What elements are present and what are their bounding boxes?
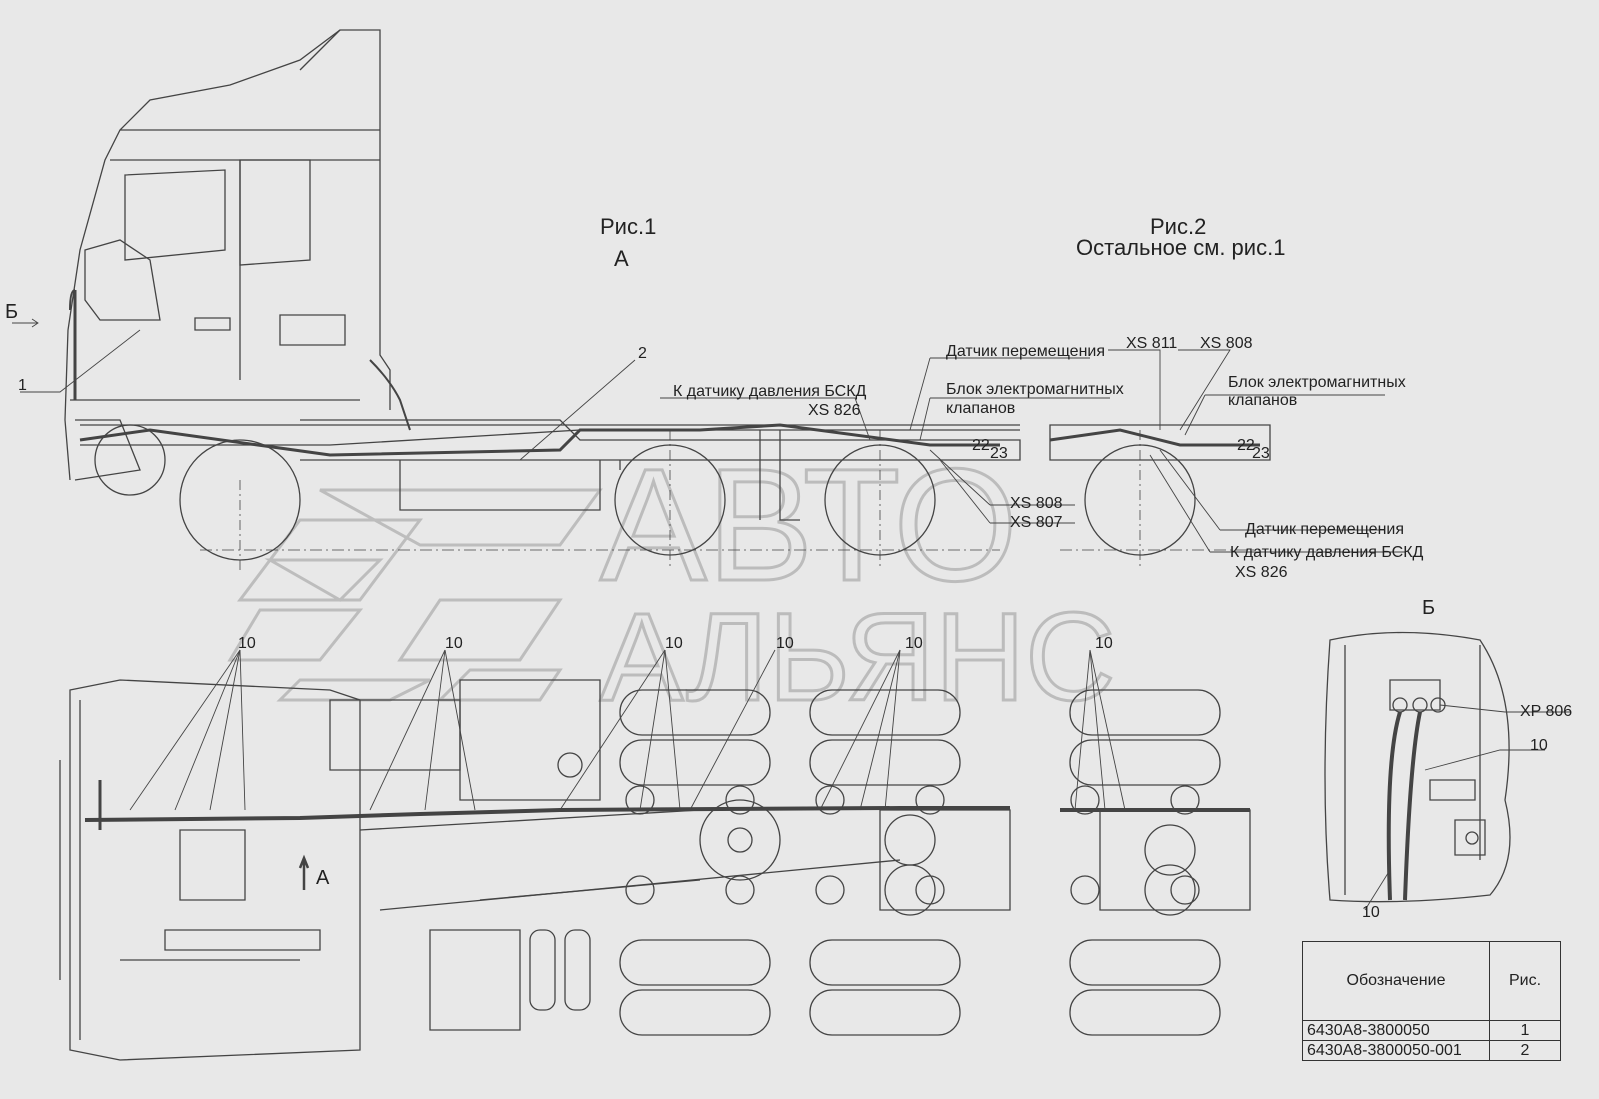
fig2-leaders xyxy=(1108,349,1405,553)
table-header-designation: Обозначение xyxy=(1302,941,1490,1021)
fig1-num-22: 22 xyxy=(972,437,990,454)
top-view-harness xyxy=(84,806,1010,822)
top-view-chassis xyxy=(329,679,1251,1031)
fig1-sensor-move-label: Датчик перемещения xyxy=(946,343,1106,360)
fig1-harness xyxy=(79,423,1000,457)
top-callout-10-f: 10 xyxy=(1095,635,1113,652)
view-b-callout-10-a: 10 xyxy=(1530,737,1548,754)
fig2-xs808-label: XS 808 xyxy=(1200,335,1253,352)
fig1-xs826-label: XS 826 xyxy=(808,402,861,419)
view-b-title: Б xyxy=(1422,597,1436,619)
table-row: 6430А8-3800050-001 2 xyxy=(1302,1040,1561,1061)
top-view-wheels xyxy=(619,689,1221,1036)
fig1-view-label: А xyxy=(614,246,629,271)
fig2-frame xyxy=(1049,424,1271,570)
fig1-xs807-label: XS 807 xyxy=(1010,514,1063,531)
table-header-fig: Рис. xyxy=(1489,941,1561,1021)
view-b-detail xyxy=(1324,631,1511,903)
view-b-leaders xyxy=(1364,704,1570,911)
view-b-xp806-label: XP 806 xyxy=(1520,703,1573,720)
part-1-callout: 1 xyxy=(18,377,27,394)
fig2-xs826-label: XS 826 xyxy=(1235,564,1288,581)
table-cell-designation: 6430А8-3800050-001 xyxy=(1302,1040,1490,1061)
fig2-num-23: 23 xyxy=(1252,445,1270,462)
top-callout-10-c: 10 xyxy=(665,635,683,652)
fig2-num-22: 22 xyxy=(1237,437,1255,454)
table-cell-fig: 2 xyxy=(1489,1040,1561,1061)
top-view-cab xyxy=(59,679,361,1061)
fig1-leaders xyxy=(12,318,1110,524)
fig2-sensor-move-label: Датчик перемещения xyxy=(1245,521,1405,538)
fig2-title: Рис.2 xyxy=(1150,214,1207,239)
arrow-b-label: Б xyxy=(5,301,19,323)
watermark-logo xyxy=(227,488,603,702)
fig2-pressure-sensor-label: К датчику давления БСКД xyxy=(1230,544,1424,561)
fig2-xs811-label: XS 811 xyxy=(1126,335,1178,352)
fig1-num-23: 23 xyxy=(990,445,1008,462)
fig2-valve-block-label-2: клапанов xyxy=(1228,392,1298,409)
table-header-row: Обозначение Рис. xyxy=(1302,941,1561,1021)
fig2-harness xyxy=(1049,428,1260,447)
fig1-valve-block-label-1: Блок электромагнитных xyxy=(946,381,1124,398)
top-callout-10-d: 10 xyxy=(776,635,794,652)
fig1-title: Рис.1 xyxy=(600,214,657,239)
fig1-valve-block-label-2: клапанов xyxy=(946,400,1016,417)
arrow-a-label: А xyxy=(316,867,330,889)
watermark-text-2: АЛЬЯНС xyxy=(600,588,1115,727)
fig1-xs808-label: XS 808 xyxy=(1010,495,1063,512)
fig2-note: Остальное см. рис.1 xyxy=(1076,235,1286,260)
designation-table: Обозначение Рис. 6430А8-3800050 1 6430А8… xyxy=(1302,941,1561,1061)
table-row: 6430А8-3800050 1 xyxy=(1302,1020,1561,1041)
fig2-valve-block-label-1: Блок электромагнитных xyxy=(1228,374,1406,391)
part-2-callout: 2 xyxy=(638,345,647,362)
top-callout-10-e: 10 xyxy=(905,635,923,652)
fig1-frame xyxy=(80,419,1021,570)
table-cell-fig: 1 xyxy=(1489,1020,1561,1041)
view-b-callout-10-b: 10 xyxy=(1362,904,1380,921)
fig1-pressure-sensor-label: К датчику давления БСКД xyxy=(673,383,867,400)
top-callout-10-a: 10 xyxy=(238,635,256,652)
truck-cab-side xyxy=(64,29,411,561)
top-callout-10-b: 10 xyxy=(445,635,463,652)
watermark-text-1: АВТО xyxy=(600,435,1018,614)
table-cell-designation: 6430А8-3800050 xyxy=(1302,1020,1490,1041)
top-view-leaders xyxy=(129,649,1126,811)
